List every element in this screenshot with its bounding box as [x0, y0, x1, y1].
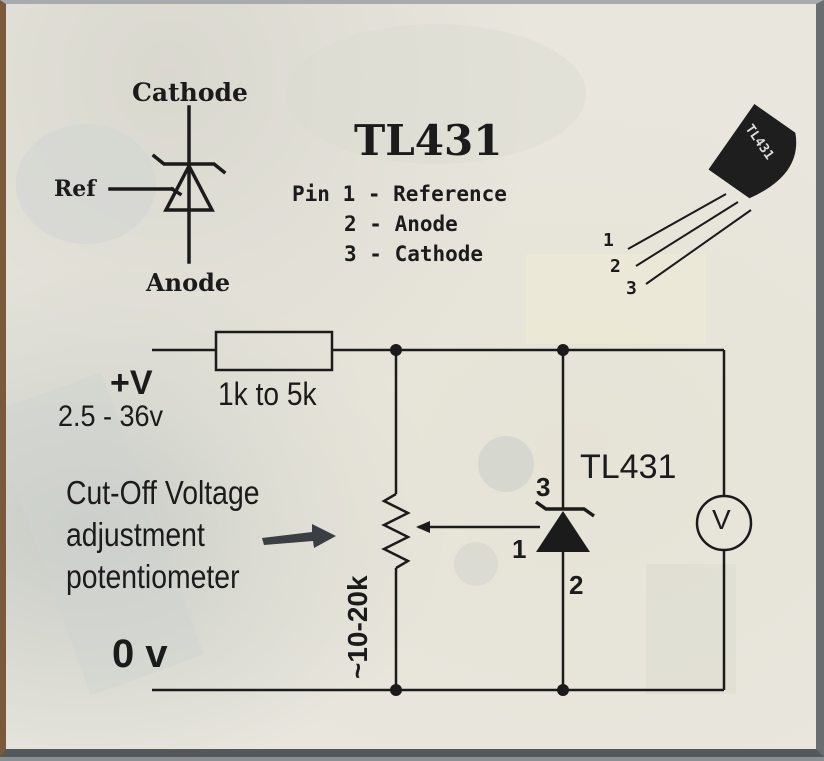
junction-dot-top-1 — [390, 344, 402, 356]
pot-description-line-2: adjustment — [66, 516, 205, 553]
package-lead-3 — [645, 209, 752, 285]
voltmeter-symbol: V — [712, 504, 731, 535]
ic-pin-cathode: 3 — [536, 472, 551, 502]
junction-dot-bottom-2 — [557, 684, 569, 696]
junction-dot-top-2 — [557, 344, 569, 356]
junction-dot-bottom-1 — [390, 684, 402, 696]
background-photo-shapes — [6, 24, 736, 696]
ic-pin-anode: 2 — [569, 570, 584, 600]
symbol-triangle — [163, 162, 215, 212]
pinout-line-2: 2 - Anode — [344, 212, 458, 236]
package-lead-1 — [627, 193, 727, 250]
ic-pin-ref: 1 — [512, 534, 527, 564]
series-resistor — [214, 330, 334, 372]
circuit-schematic — [152, 330, 753, 696]
pot-pointer-arrow — [262, 524, 336, 548]
tl431-symbol — [108, 105, 227, 264]
ref-label: Ref — [54, 176, 96, 202]
ic-cathode-bar — [534, 500, 596, 518]
package-lead-2 — [635, 201, 739, 267]
ground-label: 0 v — [112, 632, 168, 676]
to92-package — [627, 104, 797, 285]
pot-value-label: ~10-20k — [342, 575, 373, 679]
anode-label: Anode — [146, 268, 231, 297]
package-pin-3: 3 — [626, 278, 637, 299]
package-body — [708, 104, 797, 199]
potentiometer-zigzag — [381, 492, 411, 570]
ic-label: TL431 — [580, 448, 677, 486]
package-pin-2: 2 — [610, 256, 621, 277]
wiper-arrowhead — [416, 521, 430, 533]
pot-description-line-3: potentiometer — [66, 558, 240, 595]
resistor-value-label: 1k to 5k — [218, 376, 317, 412]
pinout-line-3: 3 - Cathode — [344, 242, 484, 266]
package-pin-1: 1 — [603, 230, 614, 251]
page-title: TL431 — [354, 116, 503, 165]
supply-range-label: 2.5 - 36v — [58, 400, 164, 433]
ic-triangle — [536, 511, 590, 552]
pot-description-line-1: Cut-Off Voltage — [66, 474, 260, 511]
supply-plus-label: +V — [110, 364, 153, 402]
cathode-label: Cathode — [132, 78, 248, 107]
pinout-line-1: Pin 1 - Reference — [292, 182, 507, 206]
